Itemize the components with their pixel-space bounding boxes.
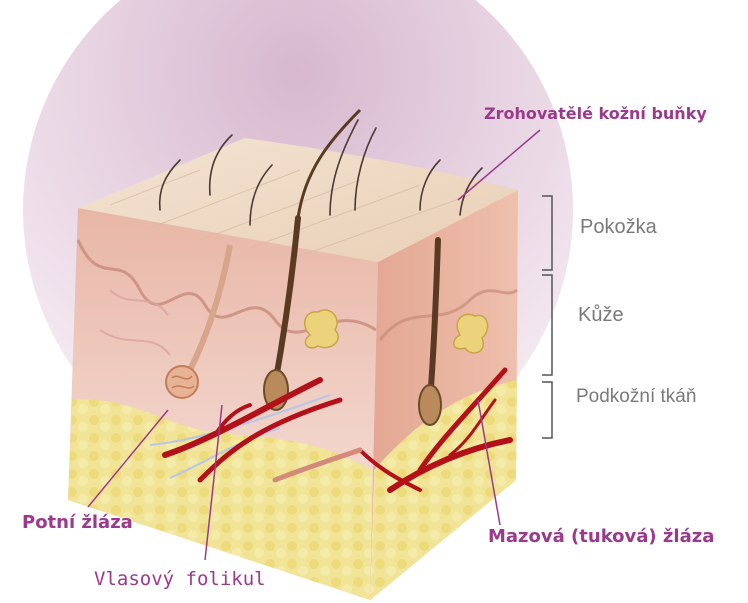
label-hair-follicle: Vlasový folikul (94, 568, 266, 590)
label-dermis: Kůže (578, 304, 624, 327)
label-epidermis: Pokožka (580, 216, 657, 239)
label-subcutis: Podkožní tkáň (576, 386, 696, 408)
label-sebaceous-gland: Mazová (tuková) žláza (488, 526, 714, 547)
label-stratum-corneum: Zrohovatělé kožní buňky (484, 104, 707, 123)
label-sweat-gland: Potní žláza (22, 512, 133, 533)
